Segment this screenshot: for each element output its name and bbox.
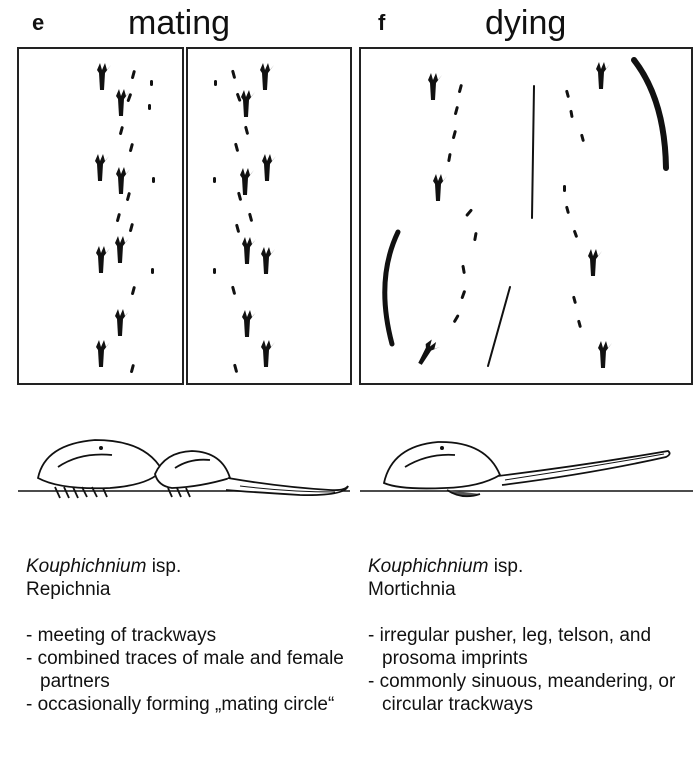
mating-panel-left-frame <box>17 47 184 385</box>
dying-trackway-left <box>412 73 478 369</box>
mating-taxon-suffix: isp. <box>146 556 182 577</box>
dying-side-view <box>360 441 693 498</box>
panel-title-mating: mating <box>128 4 231 42</box>
mating-trackway-right <box>213 63 276 373</box>
telson-drag-marks <box>382 57 669 367</box>
dying-trackway-right <box>563 62 612 368</box>
mating-panel-right-frame <box>186 47 352 385</box>
mating-bullet: - combined traces of male and female par… <box>26 648 344 692</box>
mating-taxon: Kouphichnium isp. <box>26 555 346 578</box>
mating-bullet: - meeting of trackways <box>26 625 217 646</box>
panel-letter-f: f <box>378 10 386 35</box>
dying-caption: Kouphichnium isp. Mortichnia - irregular… <box>368 555 688 716</box>
dying-bullet: - commonly sinuous, meandering, or circu… <box>368 671 676 715</box>
panel-title-dying: dying <box>485 4 567 42</box>
mating-side-view <box>18 439 350 499</box>
dying-bullet: - irregular pusher, leg, telson, and pro… <box>368 625 652 669</box>
mating-bullet-list: - meeting of trackways - combined traces… <box>26 624 346 716</box>
mating-caption: Kouphichnium isp. Repichnia - meeting of… <box>26 555 346 716</box>
dying-genus: Kouphichnium <box>368 556 489 577</box>
dying-bullet-list: - irregular pusher, leg, telson, and pro… <box>368 624 688 716</box>
mating-genus: Kouphichnium <box>26 556 147 577</box>
panel-letter-e: e <box>32 10 45 35</box>
mating-category: Repichnia <box>26 579 111 600</box>
dying-taxon-suffix: isp. <box>488 556 524 577</box>
mating-bullet: - occasionally forming „mating circle“ <box>26 694 335 715</box>
dying-taxon: Kouphichnium isp. <box>368 555 688 578</box>
mating-trackway-left <box>91 63 155 374</box>
dying-panel-frame <box>359 47 693 385</box>
dying-category: Mortichnia <box>368 579 456 600</box>
